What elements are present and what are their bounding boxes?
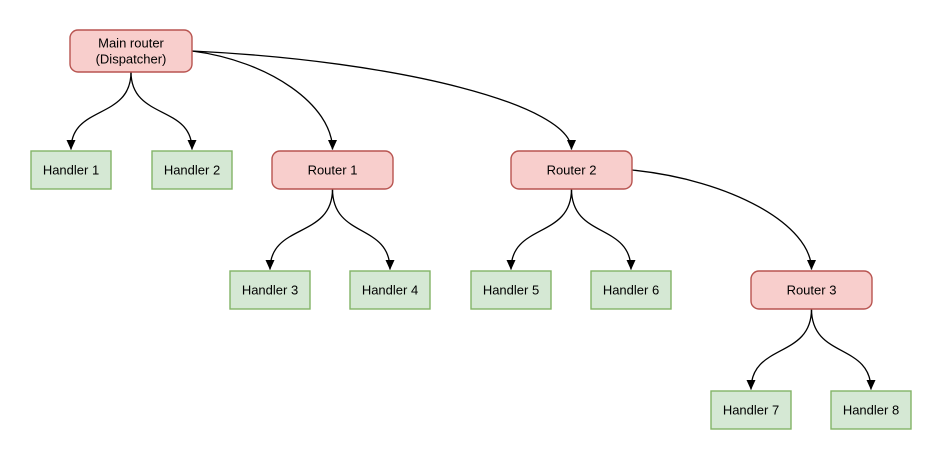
- handler-shape: [590, 270, 672, 310]
- router-shape: [750, 270, 873, 310]
- edge-router-2-to-router-3: [631, 169, 816, 270]
- node-handler-3: Handler 3: [229, 270, 311, 310]
- edge-main-router-to-router-2: [191, 50, 576, 150]
- node-router-1: Router 1: [271, 150, 394, 190]
- edge-router-3-to-handler-7: [746, 308, 813, 390]
- node-label: Main router(Dispatcher): [96, 36, 167, 67]
- handler-shape: [151, 150, 233, 190]
- node-label: Handler 6: [603, 283, 659, 298]
- node-handler-1: Handler 1: [30, 150, 112, 190]
- node-router-2: Router 2: [510, 150, 633, 190]
- edge-router-2-to-handler-5: [506, 188, 573, 270]
- node-label: Router 3: [787, 283, 837, 298]
- node-handler-6: Handler 6: [590, 270, 672, 310]
- node-label: Handler 5: [483, 283, 539, 298]
- node-label: Handler 7: [723, 403, 779, 418]
- node-label: Router 1: [308, 163, 358, 178]
- node-handler-2: Handler 2: [151, 150, 233, 190]
- handler-shape: [30, 150, 112, 190]
- edges-layer: [66, 50, 876, 390]
- edge-router-2-to-handler-6: [570, 188, 636, 270]
- edge-main-router-to-handler-1: [66, 71, 132, 150]
- handler-shape: [229, 270, 311, 310]
- node-label: Handler 4: [362, 283, 418, 298]
- node-handler-5: Handler 5: [470, 270, 552, 310]
- handler-shape: [349, 270, 431, 310]
- edge-main-router-to-router-1: [191, 50, 337, 150]
- node-label: Handler 1: [43, 163, 99, 178]
- router-shape: [271, 150, 394, 190]
- node-handler-8: Handler 8: [830, 390, 912, 430]
- node-main-router: Main router(Dispatcher): [69, 29, 193, 73]
- node-label: Handler 8: [843, 403, 899, 418]
- handler-shape: [710, 390, 792, 430]
- edge-router-1-to-handler-4: [331, 188, 395, 270]
- handler-shape: [830, 390, 912, 430]
- node-router-3: Router 3: [750, 270, 873, 310]
- nodes-layer: Main router(Dispatcher) Handler 1 Handler …: [30, 29, 912, 430]
- node-label: Router 2: [547, 163, 597, 178]
- router-shape: [69, 29, 193, 73]
- edge-main-router-to-handler-2: [130, 71, 197, 150]
- edge-router-1-to-handler-3: [265, 188, 334, 270]
- router-shape: [510, 150, 633, 190]
- node-handler-7: Handler 7: [710, 390, 792, 430]
- node-label: Handler 2: [164, 163, 220, 178]
- node-label: Handler 3: [242, 283, 298, 298]
- node-handler-4: Handler 4: [349, 270, 431, 310]
- handler-shape: [470, 270, 552, 310]
- edge-router-3-to-handler-8: [810, 308, 876, 390]
